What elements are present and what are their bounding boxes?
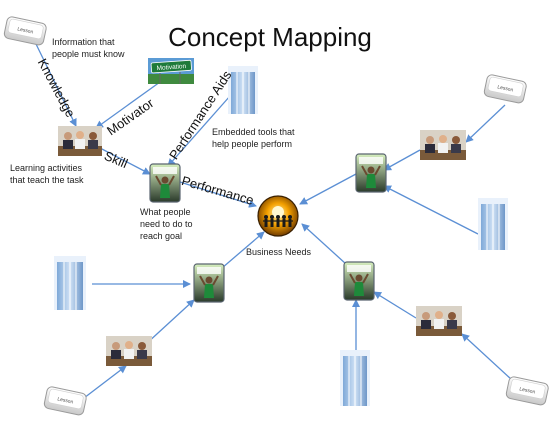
celebrating-person-icon [355,153,387,193]
connector-lower-left-key [83,365,127,399]
connector-lower-left-performer [221,231,265,269]
celebrating-person-icon [193,263,225,303]
connector-lower-right-performer [301,223,347,265]
keyboard-key-icon: Lesson [3,16,47,46]
keyboard-key-icon: Lesson [483,74,527,104]
celebrating-person-icon [149,163,181,203]
note-information-must-know: Information that people must know [52,37,125,59]
connector-lower-left-meeting [145,299,195,345]
svg-text:Lesson: Lesson [519,386,536,395]
connectors [35,43,513,399]
meeting-photo-icon [58,126,102,156]
connector-lower-right-key [461,333,513,381]
meeting-photo-icon [106,336,152,366]
connector-performance [179,181,257,208]
note-embedded-tools: Embedded tools that help people perform [212,127,295,149]
note-business-needs: Business Needs [246,247,312,257]
svg-text:Motivation: Motivation [156,63,186,72]
connector-right-building-performer [383,185,479,235]
building-photo-icon [54,256,86,310]
connector-right-meeting-performer [383,149,421,171]
connector-performance-aids [167,95,231,167]
connector-lower-right-meeting [373,291,417,319]
connector-motivator [95,81,161,129]
note-what-people-need: What people need to do to reach goal [140,207,193,241]
svg-text:Lesson: Lesson [17,26,34,35]
teamwork-sun-icon [257,195,299,237]
building-photo-icon [228,66,258,114]
connector-knowledge [35,43,77,127]
meeting-photo-icon [420,130,466,160]
meeting-photo-icon [416,306,462,336]
svg-text:Lesson: Lesson [497,84,514,93]
keyboard-key-icon: Lesson [43,386,87,416]
note-learning-activities: Learning activities that teach the task [10,163,84,185]
building-photo-icon [478,198,508,250]
svg-text:Lesson: Lesson [57,396,74,405]
page-title: Concept Mapping [168,22,372,52]
motivation-sign-icon: Motivation [148,58,194,84]
building-photo-icon [340,350,370,406]
connector-right-key-meeting [465,104,506,143]
keyboard-key-icon: Lesson [505,376,549,406]
connector-skill [99,147,151,175]
celebrating-person-icon [343,261,375,301]
connector-right-performer [299,173,357,205]
